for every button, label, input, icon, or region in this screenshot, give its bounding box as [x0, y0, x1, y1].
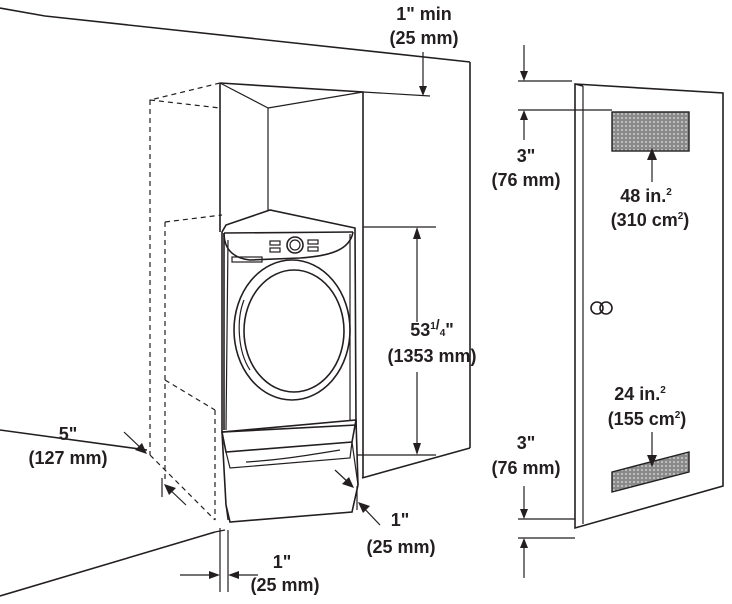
vent-top-area-close: )	[683, 210, 689, 230]
door-top-gap-line1: 3"	[517, 146, 536, 166]
vent-bottom-area-metric: (155 cm	[608, 409, 675, 429]
dim-door-bottom: 3" (76 mm)	[491, 433, 575, 578]
door-top-gap-line2: (76 mm)	[491, 170, 560, 190]
door-bottom-gap-line1: 3"	[517, 433, 536, 453]
door-bottom-gap-line2: (76 mm)	[491, 458, 560, 478]
svg-text:(310 cm2): (310 cm2)	[611, 210, 690, 230]
vent-top-label: 48 in.2 (310 cm2)	[611, 148, 690, 230]
vent-top-area-exp: 2	[666, 187, 672, 198]
vent-top-grille-icon	[611, 111, 690, 152]
side-clearance-right-line1: 1"	[391, 510, 410, 530]
back-clearance-line2: (127 mm)	[28, 448, 107, 468]
vent-top-area-value: 48 in.	[620, 186, 666, 206]
side-clearance-left-line1: 1"	[273, 552, 292, 572]
dryer	[221, 209, 359, 523]
control-button	[307, 239, 319, 245]
side-clearance-right-line2: (25 mm)	[366, 537, 435, 557]
svg-text:531/4": 531/4"	[410, 316, 454, 340]
cycle-dial-icon	[286, 236, 304, 254]
height-frac-num: 1	[430, 321, 436, 332]
door-knob-icon	[590, 301, 613, 315]
dryer-door-icon	[233, 259, 351, 401]
display-panel	[231, 256, 263, 263]
closet-door	[574, 83, 724, 530]
side-clearance-left-line2: (25 mm)	[250, 575, 319, 595]
back-clearance-line1: 5"	[59, 424, 78, 444]
dim-back-clearance: 5" (127 mm)	[28, 424, 187, 506]
dim-height: 531/4" (1353 mm)	[357, 226, 477, 456]
height-whole: 53	[410, 320, 430, 340]
control-button	[269, 240, 281, 246]
vent-bottom-area-close: )	[680, 409, 686, 429]
control-button	[269, 247, 281, 253]
top-clearance-line1: 1" min	[396, 4, 452, 24]
svg-text:(155 cm2): (155 cm2)	[608, 409, 687, 429]
closet-recess	[219, 82, 431, 478]
vent-bottom-area-metric-exp: 2	[675, 410, 681, 421]
height-frac-den: 4	[440, 328, 446, 339]
dim-side-clearance-left: 1" (25 mm)	[180, 528, 320, 595]
svg-text:24 in.2: 24 in.2	[614, 384, 666, 404]
vent-bottom-label: 24 in.2 (155 cm2)	[608, 384, 687, 467]
vent-bottom-area-exp: 2	[660, 385, 666, 396]
dashed-outline	[149, 82, 223, 521]
svg-text:48 in.2: 48 in.2	[620, 186, 672, 206]
vent-bottom-grille-icon	[611, 451, 690, 493]
back-wall	[0, 7, 471, 479]
vent-bottom-area-value: 24 in.	[614, 384, 660, 404]
dim-side-clearance-right: 1" (25 mm)	[334, 469, 436, 557]
control-button	[307, 246, 319, 252]
height-metric: (1353 mm)	[387, 346, 476, 366]
dim-top-clearance: 1" min (25 mm)	[389, 4, 459, 96]
height-unit: "	[445, 320, 454, 340]
dim-door-top: 3" (76 mm)	[491, 45, 612, 190]
vent-top-area-metric-exp: 2	[678, 211, 684, 222]
vent-top-area-metric: (310 cm	[611, 210, 678, 230]
top-clearance-line2: (25 mm)	[389, 28, 458, 48]
